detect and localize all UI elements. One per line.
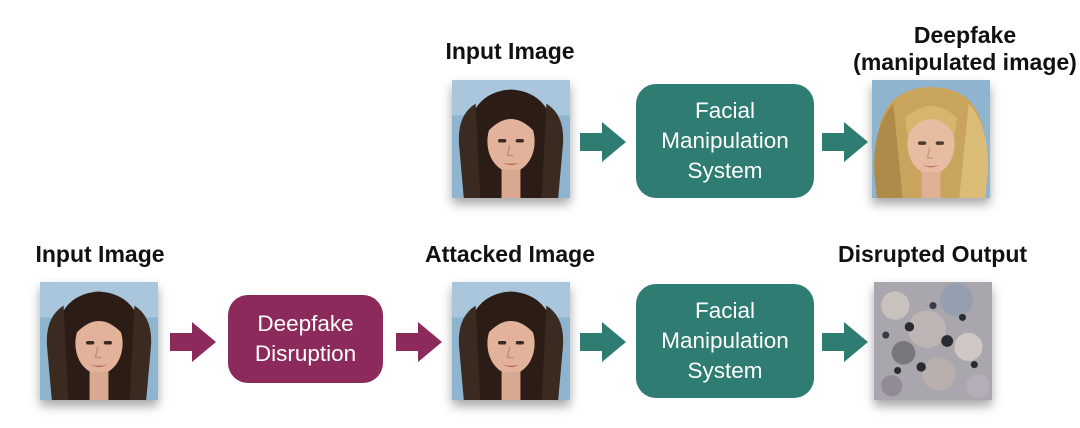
noise-image-icon — [874, 282, 992, 400]
attacked-image-label: Attacked Image — [424, 241, 595, 267]
bottom-input-image — [40, 282, 158, 400]
top-facial-manipulation-system-box: Facial Manipulation System — [636, 84, 814, 198]
box-line: Manipulation — [661, 128, 789, 153]
arrow-right-icon — [822, 322, 868, 362]
deepfake-label-line2: (manipulated image) — [853, 49, 1077, 75]
box-line: Facial — [694, 98, 756, 123]
box-line: Manipulation — [661, 328, 789, 353]
disrupted-output-label: Disrupted Output — [837, 241, 1028, 267]
deepfake-label-line1: Deepfake — [913, 22, 1017, 48]
box-line: Deepfake — [257, 311, 354, 336]
deepfake-image — [872, 80, 990, 198]
box-line: System — [687, 358, 763, 383]
brunette-face-icon — [452, 80, 570, 198]
blonde-face-icon — [872, 80, 990, 198]
arrow-right-icon — [580, 122, 626, 162]
deepfake-disruption-box: Deepfake Disruption — [228, 295, 383, 383]
arrow-right-icon — [822, 122, 868, 162]
disrupted-output-image — [874, 282, 992, 400]
box-line: Disruption — [254, 341, 357, 366]
brunette-face-icon — [40, 282, 158, 400]
bottom-input-label: Input Image — [35, 241, 165, 267]
bottom-facial-manipulation-system-box: Facial Manipulation System — [636, 284, 814, 398]
arrow-right-icon — [580, 322, 626, 362]
arrow-right-icon — [396, 322, 442, 362]
deepfake-label: Deepfake (manipulated image) — [850, 22, 1080, 76]
brunette-face-icon — [452, 282, 570, 400]
top-input-image — [452, 80, 570, 198]
box-line: Facial — [694, 298, 756, 323]
attacked-image — [452, 282, 570, 400]
top-input-label: Input Image — [445, 38, 575, 64]
box-line: System — [687, 158, 763, 183]
arrow-right-icon — [170, 322, 216, 362]
